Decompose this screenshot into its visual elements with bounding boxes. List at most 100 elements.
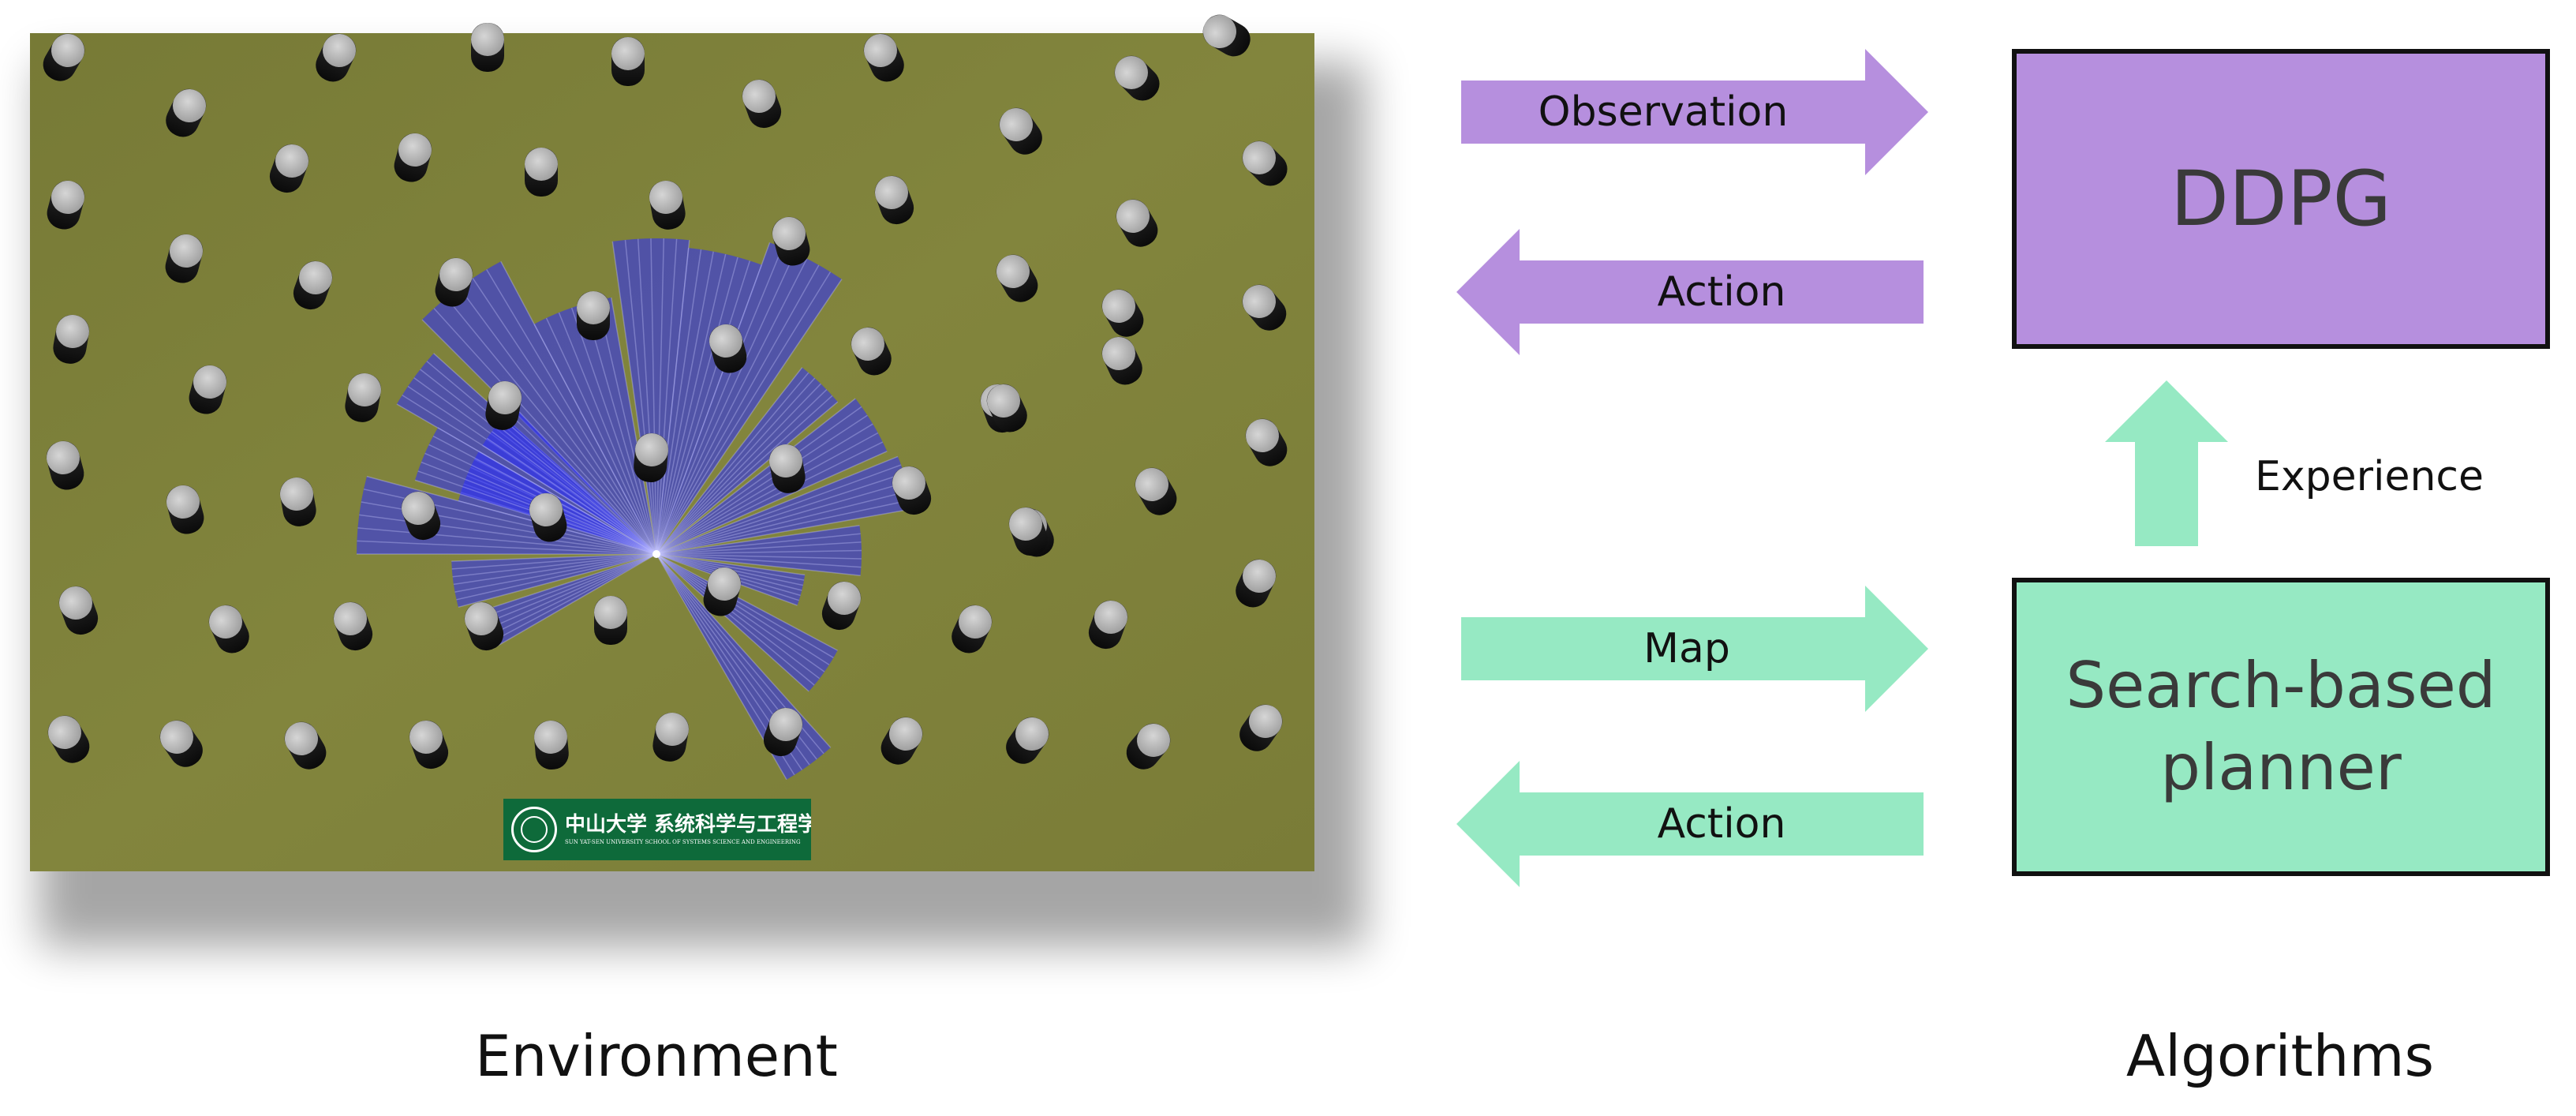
- obstacle-cylinder: [394, 133, 432, 182]
- lidar-ray: [656, 553, 862, 568]
- search-based-planner-box: Search-based planner: [2012, 578, 2550, 876]
- lidar-ray: [656, 257, 738, 555]
- lidar-scan-wedge: [482, 406, 656, 554]
- obstacle-cylinder: [652, 712, 690, 762]
- obstacle-cylinder: [1008, 507, 1049, 556]
- lidar-ray: [656, 252, 795, 555]
- lidar-ray: [656, 533, 861, 555]
- lidar-ray: [656, 389, 828, 555]
- lidar-ray: [656, 240, 690, 555]
- experience-arrow: [2105, 380, 2228, 546]
- lidar-ray: [656, 401, 839, 555]
- obstacle-cylinder: [1242, 284, 1287, 331]
- lidar-ray: [545, 317, 657, 555]
- lidar-ray: [500, 260, 657, 555]
- algorithms-label: Algorithms: [2125, 1023, 2435, 1089]
- lidar-ray: [656, 549, 862, 555]
- lidar-ray: [486, 437, 657, 555]
- obstacle-cylinder: [996, 254, 1038, 302]
- obstacle-cylinder: [284, 721, 327, 770]
- obstacle-cylinder: [529, 492, 567, 542]
- obstacle-cylinder: [58, 586, 99, 635]
- lidar-ray: [656, 414, 868, 555]
- lidar-ray: [570, 307, 657, 555]
- lidar-ray: [656, 464, 902, 555]
- obstacle-cylinder: [611, 37, 645, 86]
- lidar-scan-wedge: [534, 298, 656, 554]
- obstacle-cylinder: [401, 491, 441, 541]
- lidar-ray: [656, 377, 816, 555]
- obstacle-cylinder: [1242, 140, 1288, 186]
- university-badge: 中山大学 系统科学与工程学院 SUN YAT-SEN UNIVERSITY SC…: [503, 799, 811, 860]
- lidar-ray: [458, 286, 657, 555]
- lidar-scan-wedge: [476, 554, 656, 649]
- obstacle-cylinder: [703, 567, 742, 616]
- lidar-ray: [656, 395, 833, 555]
- lidar-ray: [656, 553, 806, 576]
- lidar-ray: [451, 553, 657, 562]
- lidar-ray: [437, 427, 657, 555]
- lidar-ray: [402, 394, 657, 555]
- lidar-ray: [451, 553, 657, 570]
- lidar-ray: [357, 527, 657, 555]
- obstacle-cylinder: [634, 433, 669, 483]
- observation-label: Observation: [1538, 88, 1789, 136]
- lidar-ray: [656, 264, 820, 555]
- lidar-ray: [656, 406, 862, 555]
- obstacle-cylinder: [999, 107, 1042, 155]
- lidar-scan-wedge: [656, 525, 862, 576]
- obstacle-cylinder: [1135, 467, 1177, 515]
- lidar-ray: [656, 272, 832, 555]
- map-arrow: Map: [1461, 586, 1928, 712]
- lidar-ray: [656, 490, 910, 555]
- planner-label-line1: Search-based: [2066, 649, 2496, 722]
- obstacle-cylinder: [708, 324, 747, 373]
- lidar-ray: [492, 553, 657, 650]
- lidar-ray: [610, 297, 657, 555]
- obstacle-cylinder: [1202, 14, 1251, 57]
- observation-arrow: Observation: [1461, 49, 1928, 175]
- lidar-ray: [496, 424, 657, 555]
- environment-scene: [30, 14, 1365, 947]
- lidar-ray: [611, 241, 657, 555]
- lidar-ray: [656, 247, 783, 555]
- lidar-scan-group: [356, 238, 914, 781]
- obstacle-cylinder: [851, 327, 892, 376]
- obstacle-cylinder: [409, 720, 449, 770]
- obstacle-cylinder: [1114, 55, 1160, 101]
- obstacle-cylinder: [269, 144, 309, 193]
- lidar-ray: [453, 553, 657, 586]
- obstacle-cylinder: [165, 234, 204, 283]
- obstacle-cylinder: [525, 148, 558, 197]
- lidar-ray: [656, 481, 907, 555]
- lidar-ray: [656, 499, 911, 555]
- obstacle-cylinder: [471, 23, 504, 72]
- lidar-scan-wedge: [656, 242, 842, 554]
- obstacle-cylinder: [189, 365, 227, 414]
- lidar-ray: [650, 238, 657, 555]
- obstacle-cylinder: [208, 605, 249, 653]
- obstacle-cylinder: [1101, 336, 1142, 385]
- robot-marker: [652, 550, 660, 558]
- obstacle-cylinder: [46, 440, 84, 490]
- environment-label: Environment: [475, 1023, 838, 1089]
- obstacle-cylinder: [1088, 600, 1128, 650]
- lidar-ray: [656, 507, 914, 555]
- university-seal: [511, 807, 557, 852]
- lidar-ray: [476, 553, 657, 613]
- lidar-ray: [533, 324, 657, 555]
- lidar-scan-wedge: [656, 367, 838, 554]
- obstacle-cylinder: [1245, 418, 1288, 466]
- lidar-ray: [483, 553, 657, 632]
- lidar-ray: [656, 525, 860, 555]
- lidar-ray: [656, 253, 727, 555]
- obstacle-cylinder: [952, 605, 993, 653]
- obstacle-cylinder: [821, 581, 862, 631]
- lidar-ray: [597, 300, 657, 555]
- experience-label: Experience: [2255, 453, 2484, 500]
- obstacle-cylinder: [166, 88, 207, 137]
- lidar-ray: [472, 277, 657, 555]
- obstacle-cylinder: [1006, 717, 1049, 764]
- lidar-ray: [488, 553, 657, 644]
